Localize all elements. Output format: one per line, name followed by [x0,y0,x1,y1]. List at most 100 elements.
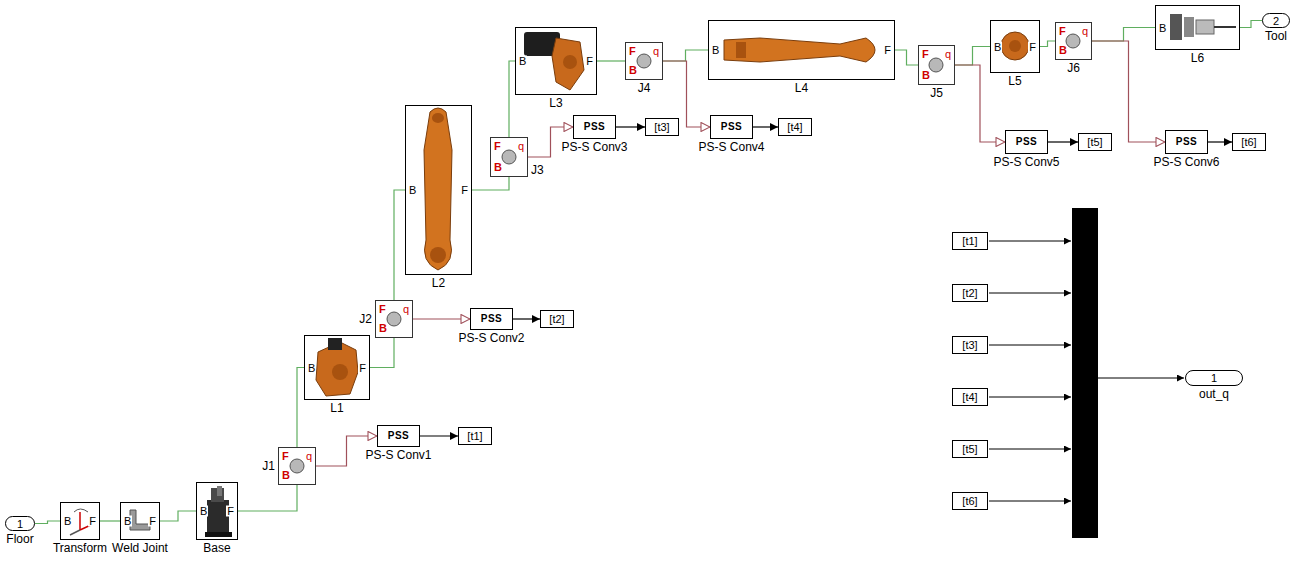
block-label: [t1] [467,431,482,442]
block-label: 1 [17,518,23,529]
block-name: L6 [1191,52,1204,64]
converter-block: PSSPS-S Conv2 [470,308,513,330]
block-label: [t6] [1241,137,1256,148]
block-name: Tool [1265,30,1287,42]
tag-block: [t5] [1078,133,1112,151]
port-letter: F [358,362,367,373]
block-name: L4 [795,82,808,94]
port-letter: q [945,49,951,60]
block-name: L2 [432,277,445,289]
signal-line [1208,141,1232,142]
block-label: [t2] [549,314,564,325]
block-name: PS-S Conv3 [561,141,627,153]
block-name: PS-S Conv5 [993,156,1059,168]
converter-block: PSSPS-S Conv1 [377,425,420,447]
block-label: PSS [481,314,503,324]
physical-connection [663,50,708,61]
signal-line [989,241,1184,501]
link-l3-picture [524,32,584,90]
port-letter: B [199,506,208,517]
tag-block: [t2] [952,284,988,302]
link-l2-picture [424,108,452,270]
block-label: [t6] [962,496,977,507]
physical-connection [35,521,60,524]
port-letter: F [1028,41,1037,52]
signal-line [513,318,540,319]
link-l4-picture [724,38,875,62]
converter-block: PSSPS-S Conv4 [710,115,753,139]
physical-connection [370,338,394,368]
block-label: PSS [584,122,606,132]
port-letter: B [1059,45,1067,56]
mux-block [1072,208,1098,538]
physical-signal-line [1092,41,1165,142]
tag-block: [t2] [540,310,574,328]
port-letter: F [494,141,501,152]
tag-block: [t4] [952,388,988,406]
block-name: J2 [359,313,372,325]
joint-block: BFqJ5 [918,45,955,85]
physical-connection [297,368,304,448]
physical-connection [238,485,297,511]
converter-block: PSSPS-S Conv6 [1165,130,1208,154]
converter-block: PSSPS-S Conv5 [1005,130,1048,154]
port-letter: B [408,185,417,196]
port-letter: F [629,46,636,57]
weld-joint-icon [130,510,150,530]
port-letter: F [282,451,289,462]
block-label: PSS [1176,137,1198,147]
port-letter: B [993,41,1002,52]
block-name: Weld Joint [112,542,168,554]
port-block: 1out_q [1185,370,1243,386]
link-l5-picture [1001,32,1029,60]
port-letter: q [653,46,659,57]
port-letter: B [711,45,720,56]
link-l6-picture [1170,14,1236,40]
block-name: Base [203,542,230,554]
physical-connection [472,177,509,190]
block-name: J1 [262,460,275,472]
port-letter: B [1158,22,1167,33]
port-letter: B [518,56,527,67]
tag-block: [t4] [778,118,812,136]
block-label: [t4] [962,392,977,403]
physical-connection [597,60,625,61]
block-name: PS-S Conv2 [458,332,524,344]
block-label: PSS [1016,137,1038,147]
block-label: PSS [721,122,743,132]
block-label: [t4] [787,122,802,133]
signal-line [420,435,458,436]
port-letter: F [883,45,892,56]
block-name: out_q [1199,388,1229,400]
tag-block: [t1] [458,427,492,445]
port-letter: B [63,516,72,527]
port-letter: q [1082,26,1088,37]
block-name: J4 [638,82,651,94]
link-l1-picture [316,338,358,396]
port-letter: F [1059,26,1066,37]
block-name: J6 [1067,62,1080,74]
physical-connection [955,47,990,66]
block-label: PSS [388,431,410,441]
body-block: BFL5 [990,20,1040,73]
block-label: [t5] [962,444,977,455]
body-block: BFL2 [405,105,472,275]
port-letter: F [88,516,97,527]
physical-signal-line [955,65,1005,142]
port-letter: B [282,470,290,481]
port-letter: B [307,362,316,373]
port-letter: B [922,70,930,81]
port-letter: F [226,506,235,517]
block-name: PS-S Conv1 [365,449,431,461]
block-name: J3 [531,164,544,176]
joint-block: BFqJ1 [278,447,316,485]
tag-block: [t3] [645,118,679,136]
port-letter: F [460,185,469,196]
port-letter: q [306,451,312,462]
physical-connection [100,520,120,521]
block-name: Floor [6,533,33,545]
block-label: 2 [1273,15,1279,26]
block-label: [t3] [962,340,977,351]
